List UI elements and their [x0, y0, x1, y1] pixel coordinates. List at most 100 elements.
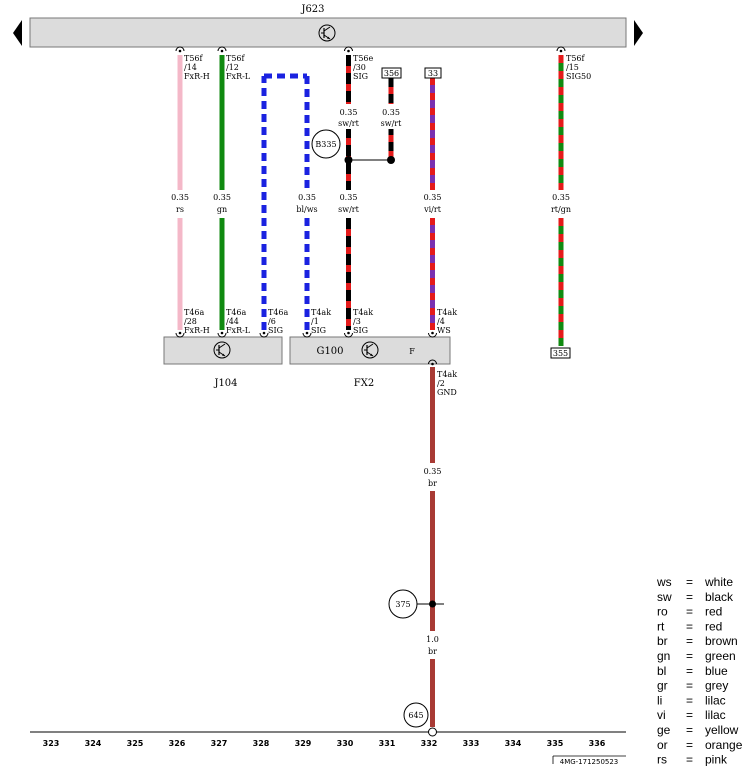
svg-text:/12: /12	[226, 63, 239, 72]
legend-abbr: br	[657, 634, 668, 648]
legend-eq: =	[686, 649, 693, 663]
legend-eq: =	[686, 590, 693, 604]
legend-name: white	[704, 575, 733, 589]
legend-abbr: ro	[657, 605, 668, 619]
column-number: 329	[295, 739, 312, 748]
legend-name: blue	[705, 664, 728, 678]
svg-text:0.35: 0.35	[340, 108, 358, 117]
ground-terminal	[428, 727, 437, 737]
drawing-code: 4MG-171250523	[552, 755, 626, 766]
svg-text:sw/rt: sw/rt	[338, 205, 359, 214]
svg-text:FxR-H: FxR-H	[184, 326, 210, 335]
svg-text:0.35: 0.35	[424, 467, 442, 476]
connector-t4ak-1: T4ak /1 SIG	[311, 308, 331, 335]
wire-label-sw-rt: 0.35 sw/rt	[335, 191, 363, 216]
legend-name: red	[705, 605, 722, 619]
svg-text:br: br	[428, 479, 437, 488]
legend-eq: =	[686, 634, 693, 648]
legend-name: black	[705, 590, 734, 604]
svg-text:645: 645	[408, 711, 423, 720]
svg-text:T46a: T46a	[226, 308, 247, 317]
svg-text:/6: /6	[268, 317, 276, 326]
wire-label-br-top: 0.35 br	[421, 464, 445, 489]
wire-vi-rt	[430, 78, 435, 330]
pin-icon	[217, 46, 227, 53]
legend-eq: =	[686, 664, 693, 678]
splice-node	[344, 156, 353, 164]
column-number: 331	[379, 739, 396, 748]
svg-text:T4ak: T4ak	[437, 370, 457, 379]
reference-33[interactable]: 33	[424, 67, 442, 79]
nav-right-icon[interactable]	[634, 20, 643, 46]
legend-name: pink	[705, 753, 728, 767]
f-label: F	[409, 347, 415, 356]
connector-t56e-30: T56e /30 SIG	[353, 54, 374, 81]
legend-abbr: ws	[656, 575, 672, 589]
svg-text:bl/ws: bl/ws	[296, 205, 317, 214]
legend-abbr: sw	[657, 590, 672, 604]
node-375[interactable]: 375	[388, 589, 444, 619]
svg-text:T56f: T56f	[184, 54, 204, 63]
column-number: 326	[169, 739, 186, 748]
svg-text:vi/rt: vi/rt	[423, 205, 442, 214]
svg-text:FxR-H: FxR-H	[184, 72, 210, 81]
svg-text:/2: /2	[437, 379, 445, 388]
svg-text:0.35: 0.35	[424, 193, 442, 202]
nav-left-icon[interactable]	[13, 20, 22, 46]
connector-t46a-6: T46a /6 SIG	[268, 308, 289, 335]
sensor-fx2	[289, 336, 451, 365]
wire-label-br-bottom: 1.0 br	[421, 632, 445, 657]
pin-icon	[302, 331, 312, 338]
column-number: 328	[253, 739, 270, 748]
legend-eq: =	[686, 723, 693, 737]
wire-label-sw-rt-branch: 0.35 sw/rt	[378, 104, 406, 129]
legend-abbr: rt	[657, 619, 665, 633]
svg-text:/1: /1	[311, 317, 319, 326]
control-unit-j623	[29, 17, 627, 48]
pin-icon	[556, 46, 566, 53]
svg-text:gn: gn	[217, 205, 227, 214]
pin-icon	[217, 331, 227, 338]
svg-text:0.35: 0.35	[382, 108, 400, 117]
svg-text:/44: /44	[226, 317, 239, 326]
svg-text:/14: /14	[184, 63, 197, 72]
svg-text:br: br	[428, 647, 437, 656]
legend-name: yellow	[705, 723, 739, 737]
legend-name: brown	[705, 634, 738, 648]
wire-rs	[177, 55, 183, 330]
svg-text:SIG50: SIG50	[566, 72, 591, 81]
legend-abbr: gn	[657, 649, 670, 663]
j104-label: J104	[213, 378, 237, 389]
wire-label-gn: 0.35 gn	[210, 191, 234, 216]
svg-text:33: 33	[428, 69, 438, 78]
svg-text:0.35: 0.35	[171, 193, 189, 202]
column-number: 324	[85, 739, 102, 748]
svg-text:0.35: 0.35	[552, 193, 570, 202]
column-number: 325	[127, 739, 144, 748]
connector-t46a-28: T46a /28 FxR-H	[184, 308, 210, 335]
splice-node	[387, 156, 395, 164]
svg-text:FxR-L: FxR-L	[226, 72, 251, 81]
node-b335[interactable]: B335	[311, 129, 341, 159]
connector-t56f-15: T56f /15 SIG50	[566, 54, 591, 81]
svg-text:T4ak: T4ak	[353, 308, 373, 317]
legend-eq: =	[686, 619, 693, 633]
svg-text:T56f: T56f	[566, 54, 586, 63]
reference-356[interactable]: 356	[381, 67, 402, 79]
svg-text:rt/gn: rt/gn	[551, 205, 571, 214]
wire-label-rt-gn: 0.35 rt/gn	[547, 191, 575, 216]
pin-icon	[175, 331, 185, 338]
svg-text:sw/rt: sw/rt	[381, 119, 402, 128]
node-645[interactable]: 645	[403, 702, 429, 728]
legend-name: lilac	[705, 693, 726, 707]
wire-gn	[219, 55, 225, 330]
svg-text:T4ak: T4ak	[437, 308, 457, 317]
reference-355[interactable]: 355	[550, 347, 571, 359]
svg-text:/3: /3	[353, 317, 361, 326]
connector-t46a-44: T46a /44 FxR-L	[226, 308, 251, 335]
svg-text:375: 375	[395, 600, 410, 609]
svg-text:0.35: 0.35	[298, 193, 316, 202]
wire-label-sw-rt-top: 0.35 sw/rt	[335, 104, 363, 129]
svg-text:SIG: SIG	[268, 326, 283, 335]
svg-text:SIG: SIG	[353, 72, 368, 81]
